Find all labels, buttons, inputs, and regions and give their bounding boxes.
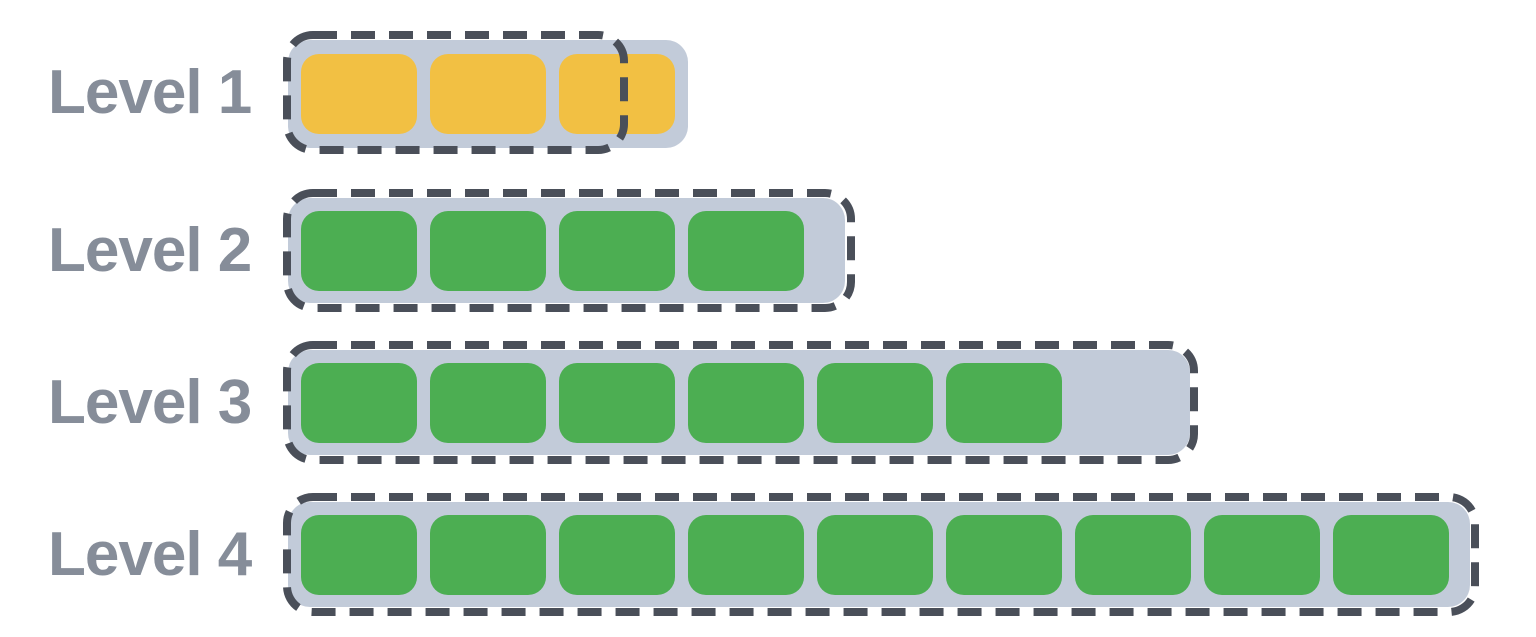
data-block (817, 514, 933, 595)
data-block (688, 210, 804, 291)
data-block (301, 210, 417, 291)
data-block (688, 514, 804, 595)
row-level-1: Level 1 (0, 31, 1536, 154)
data-block (1204, 514, 1320, 595)
row-level-4: Level 4 (0, 493, 1536, 616)
data-block (1075, 514, 1191, 595)
capacity-container (288, 350, 1190, 455)
data-block (817, 362, 933, 443)
data-block (559, 54, 675, 134)
data-block (430, 362, 546, 443)
block-strip (288, 502, 1470, 607)
level-label: Level 2 (48, 216, 252, 285)
level-label: Level 1 (48, 58, 252, 127)
data-block (1333, 514, 1449, 595)
level-label: Level 4 (48, 520, 252, 589)
data-block (946, 514, 1062, 595)
data-block (301, 54, 417, 134)
block-strip (288, 198, 845, 303)
capacity-container (288, 40, 688, 148)
data-block (688, 362, 804, 443)
data-block (430, 210, 546, 291)
block-strip (288, 40, 688, 148)
row-level-3: Level 3 (0, 341, 1536, 464)
capacity-container (288, 502, 1470, 607)
data-block (301, 362, 417, 443)
capacity-container (288, 198, 845, 303)
row-level-2: Level 2 (0, 189, 1536, 312)
data-block (559, 362, 675, 443)
block-strip (288, 350, 1190, 455)
data-block (559, 514, 675, 595)
data-block (430, 514, 546, 595)
level-label: Level 3 (48, 368, 252, 437)
data-block (946, 362, 1062, 443)
data-block (559, 210, 675, 291)
data-block (430, 54, 546, 134)
data-block (301, 514, 417, 595)
